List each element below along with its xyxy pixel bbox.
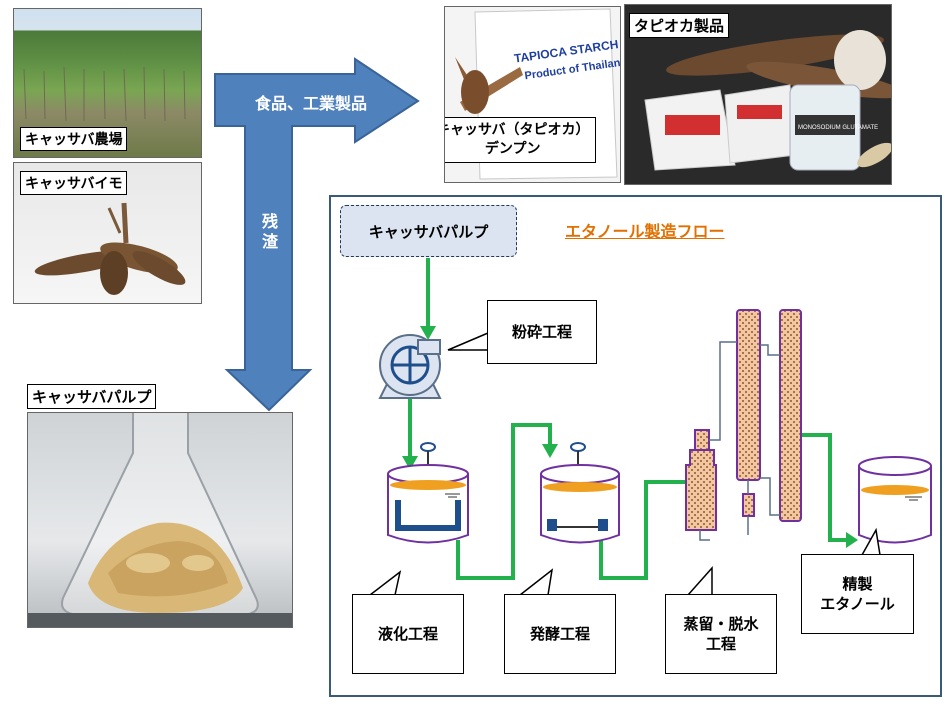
starch-label-line1: キャッサバ（タピオカ） bbox=[444, 122, 590, 138]
ethanol-flow-panel bbox=[329, 195, 942, 697]
green-flow-lines bbox=[408, 258, 850, 580]
distillation-line1: 蒸留・脱水 bbox=[683, 615, 759, 633]
liquefaction-tank bbox=[387, 442, 469, 544]
flow-line-5 bbox=[800, 433, 850, 542]
flask-graphic bbox=[28, 413, 292, 627]
root-label: キャッサバイモ bbox=[20, 171, 128, 195]
farm-label: キャッサバ農場 bbox=[20, 127, 128, 151]
flow-line-3 bbox=[456, 423, 552, 580]
starch-label-line2: デンプン bbox=[484, 141, 541, 157]
starch-label: キャッサバ（タピオカ） デンプン bbox=[444, 117, 597, 163]
tapioca-products-photo: MONOSODIUM GLUTAMATE タピオカ製品 bbox=[624, 4, 892, 185]
distillation-callout: 蒸留・脱水 工程 bbox=[665, 594, 777, 674]
cassava-root-photo: キャッサバイモ bbox=[13, 162, 202, 304]
pulp-photo-label: キャッサバパルプ bbox=[27, 384, 157, 409]
crushing-callout: 粉砕工程 bbox=[487, 300, 597, 364]
fermentation-callout: 発酵工程 bbox=[504, 594, 616, 674]
tapioca-products-graphic: MONOSODIUM GLUTAMATE bbox=[644, 30, 891, 171]
crusher-icon bbox=[378, 334, 442, 399]
ethanol-callout: 精製 エタノール bbox=[801, 554, 914, 634]
tapioca-label: タピオカ製品 bbox=[629, 13, 730, 38]
cassava-pulp-photo bbox=[27, 412, 293, 628]
farm-crops-graphic bbox=[23, 66, 186, 122]
ethanol-line2: エタノール bbox=[820, 595, 895, 613]
pulp-input-box: キャッサバパルプ bbox=[340, 205, 517, 257]
food-industry-label: 食品、工業製品 bbox=[255, 94, 368, 113]
ethanol-line1: 精製 bbox=[842, 575, 873, 593]
tapioca-starch-photo: TAPIOCA STARCH Product of Thailand キャッサバ… bbox=[444, 6, 621, 183]
residue-label: 残渣 bbox=[259, 213, 278, 253]
fermentation-tank bbox=[540, 442, 620, 544]
jar-text: MONOSODIUM GLUTAMATE bbox=[798, 125, 878, 131]
distillation-unit bbox=[685, 309, 802, 541]
distillation-line2: 工程 bbox=[705, 635, 736, 653]
cassava-root-graphic bbox=[34, 202, 186, 295]
cassava-farm-photo: キャッサバ農場 bbox=[13, 8, 202, 158]
flow-line-4 bbox=[599, 480, 690, 580]
flow-title: エタノール製造フロー bbox=[565, 222, 725, 241]
liquefaction-callout: 液化工程 bbox=[352, 594, 464, 674]
ethanol-product-tank bbox=[858, 456, 932, 544]
